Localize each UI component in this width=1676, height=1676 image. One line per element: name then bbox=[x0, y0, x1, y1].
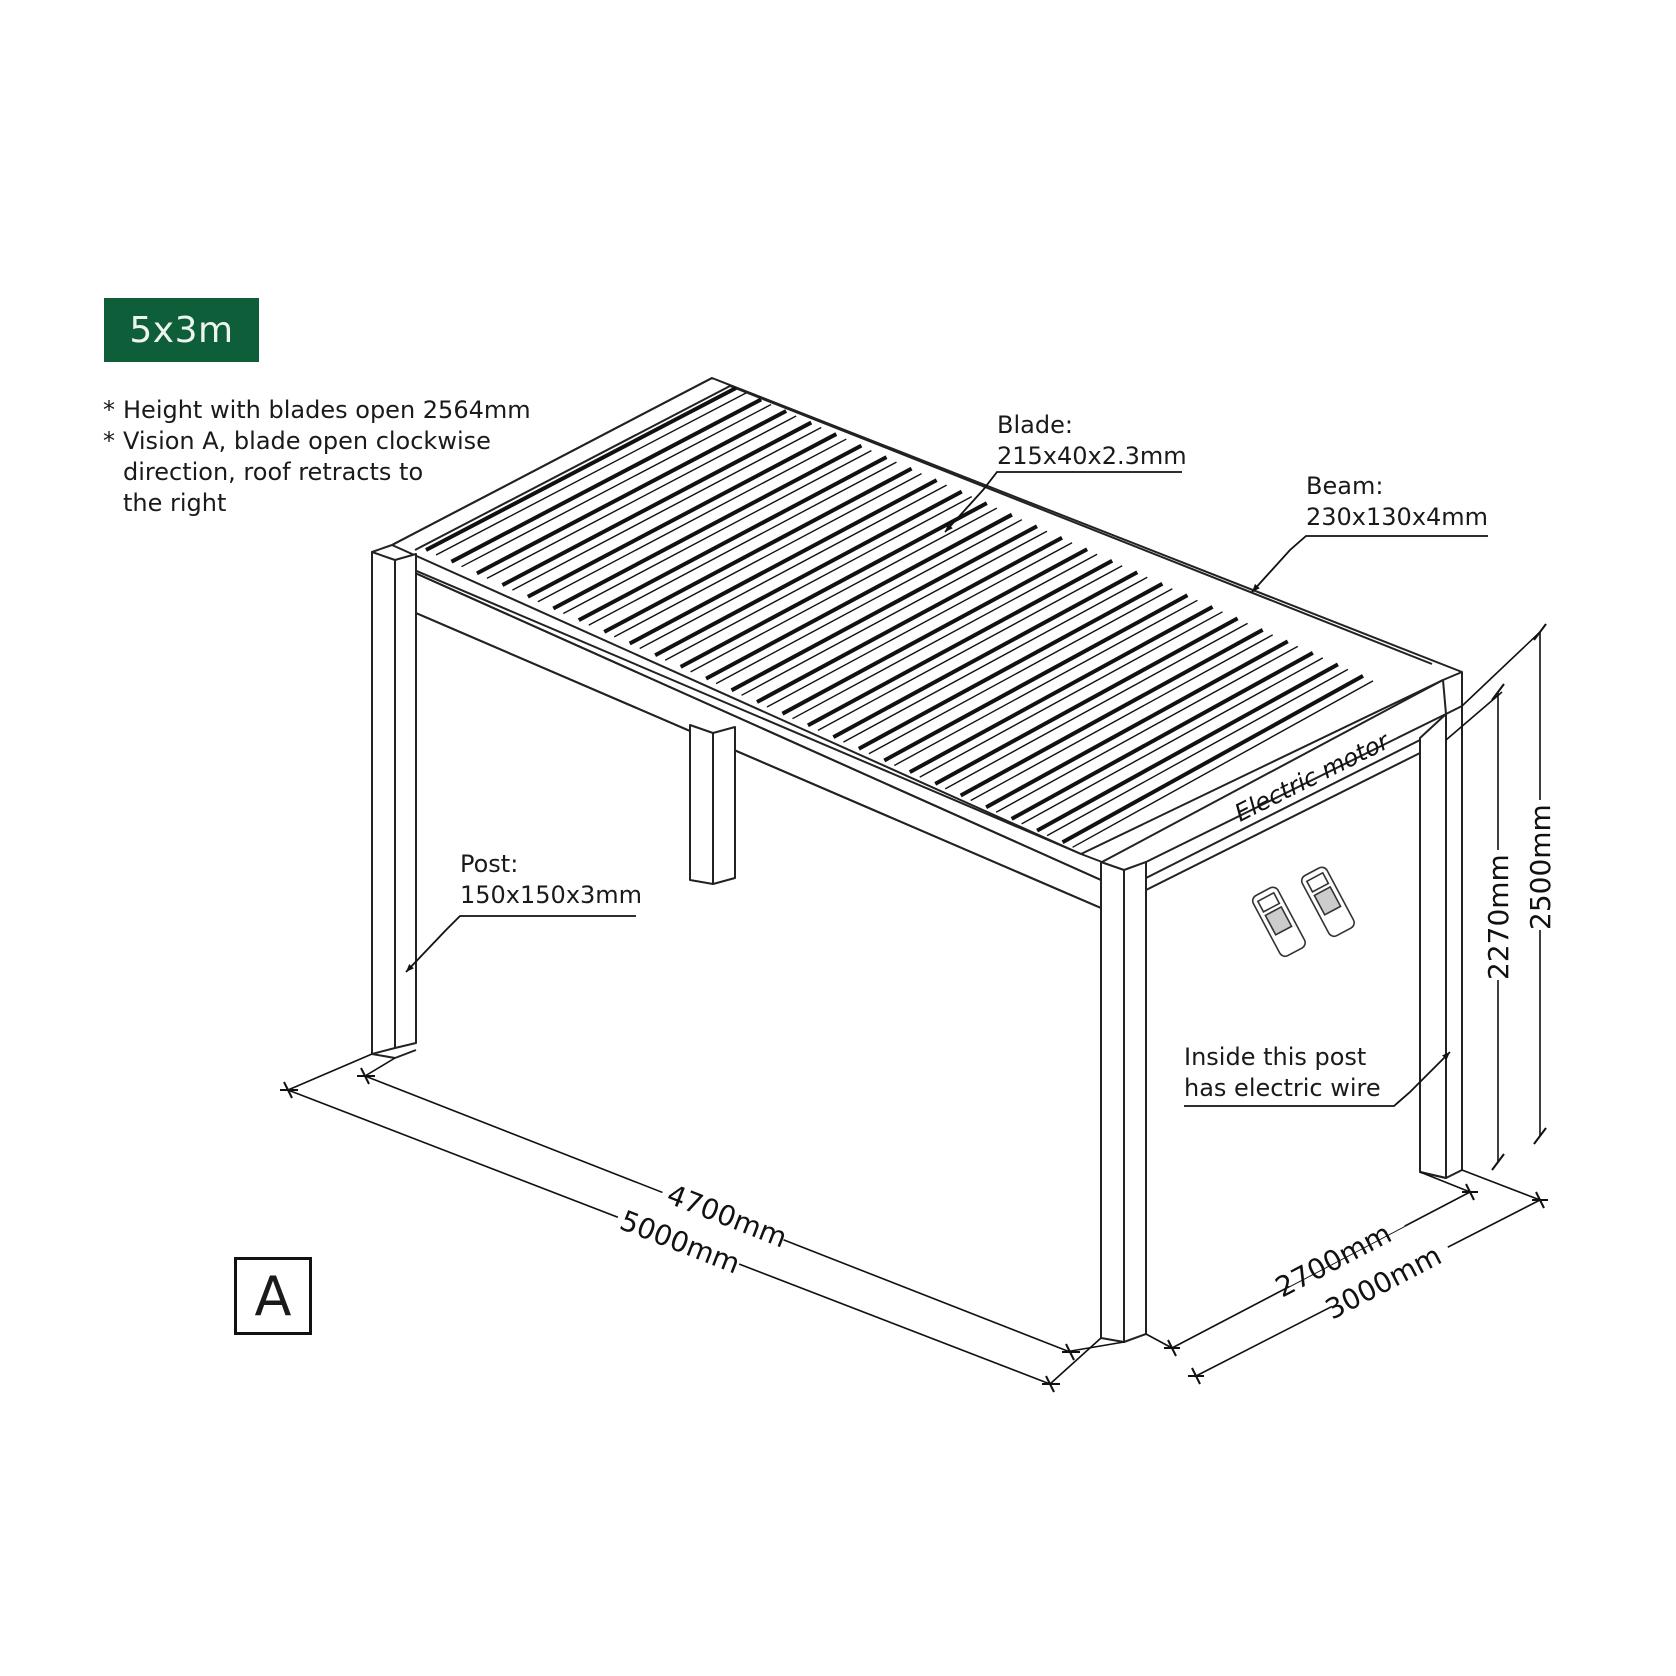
dim-width-outer: 3000mm bbox=[1320, 1239, 1447, 1327]
post-callout: Post: 150x150x3mm bbox=[460, 850, 643, 909]
view-label-box: A bbox=[234, 1257, 312, 1335]
size-badge: 5x3m bbox=[104, 298, 259, 362]
remote-controls bbox=[1251, 866, 1355, 958]
dim-length-outer: 5000mm bbox=[615, 1204, 744, 1281]
note-height: * Height with blades open 2564mm bbox=[103, 396, 531, 424]
leader-lines bbox=[405, 471, 1488, 1107]
wire-callout: Inside this post has electric wire bbox=[1184, 1043, 1381, 1102]
dim-height-outer: 2500mm bbox=[1524, 804, 1557, 930]
dim-width-inner: 2700mm bbox=[1270, 1217, 1397, 1305]
spec-notes: * Height with blades open 2564mm * Visio… bbox=[103, 396, 531, 517]
electric-motor-label: Electric motor bbox=[1230, 726, 1395, 827]
beam-callout: Beam: 230x130x4mm bbox=[1306, 472, 1489, 531]
blade-callout: Blade: 215x40x2.3mm bbox=[997, 411, 1187, 470]
dimension-lines bbox=[280, 623, 1548, 1393]
dim-height-inner: 2270mm bbox=[1482, 854, 1515, 980]
dimension-labels: 4700mm 5000mm 2700mm 3000mm 2270mm 2500m… bbox=[614, 800, 1557, 1326]
dim-length-inner: 4700mm bbox=[662, 1178, 791, 1255]
roof-blades bbox=[425, 386, 1374, 848]
note-vision: * Vision A, blade open clockwise bbox=[103, 427, 491, 455]
